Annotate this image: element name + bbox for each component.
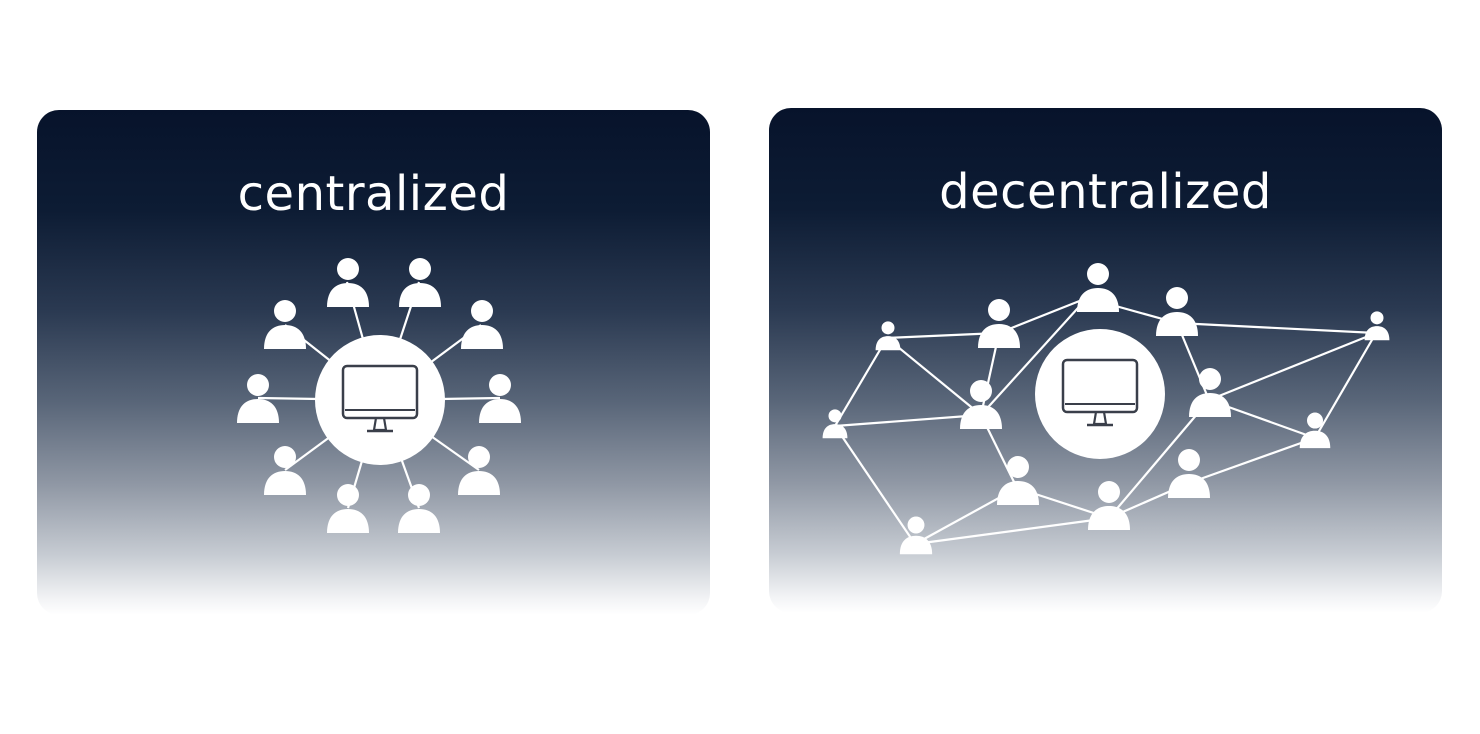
user-icon	[1088, 481, 1130, 530]
user-icon	[461, 300, 503, 349]
user-icon	[458, 446, 500, 495]
edge	[1208, 331, 1377, 402]
monitor-icon	[1035, 329, 1165, 459]
user-icon	[1168, 449, 1210, 498]
edge	[914, 516, 1110, 546]
centralized-title: centralized	[237, 166, 510, 222]
user-icon	[997, 456, 1039, 505]
decentralized-panel: decentralized	[769, 108, 1442, 613]
edge	[1314, 332, 1377, 439]
user-icon	[960, 380, 1002, 429]
user-icon	[1364, 311, 1390, 341]
edge	[1176, 321, 1377, 335]
user-icon	[327, 484, 369, 533]
edge	[1188, 436, 1316, 485]
edge	[980, 297, 1088, 416]
user-icon	[1189, 368, 1231, 417]
monitor-icon	[315, 335, 445, 465]
centralized-network-diagram	[237, 258, 521, 533]
edge	[886, 337, 982, 416]
user-icon	[1156, 287, 1198, 336]
edge	[834, 413, 982, 428]
edge	[1108, 399, 1210, 519]
centralized-panel: centralized	[37, 110, 710, 615]
user-icon	[264, 300, 306, 349]
edge	[834, 425, 916, 545]
user-icon	[978, 299, 1020, 348]
user-icon	[899, 516, 933, 555]
decentralized-title: decentralized	[939, 164, 1272, 220]
user-icon	[822, 409, 848, 439]
edge	[886, 331, 1000, 340]
user-icon	[399, 258, 441, 307]
user-icon	[875, 321, 901, 351]
user-icon	[398, 484, 440, 533]
edge	[834, 337, 888, 427]
edge	[998, 296, 1088, 335]
decentralized-network-diagram	[822, 263, 1390, 555]
user-icon	[264, 446, 306, 495]
user-icon	[1077, 263, 1119, 312]
